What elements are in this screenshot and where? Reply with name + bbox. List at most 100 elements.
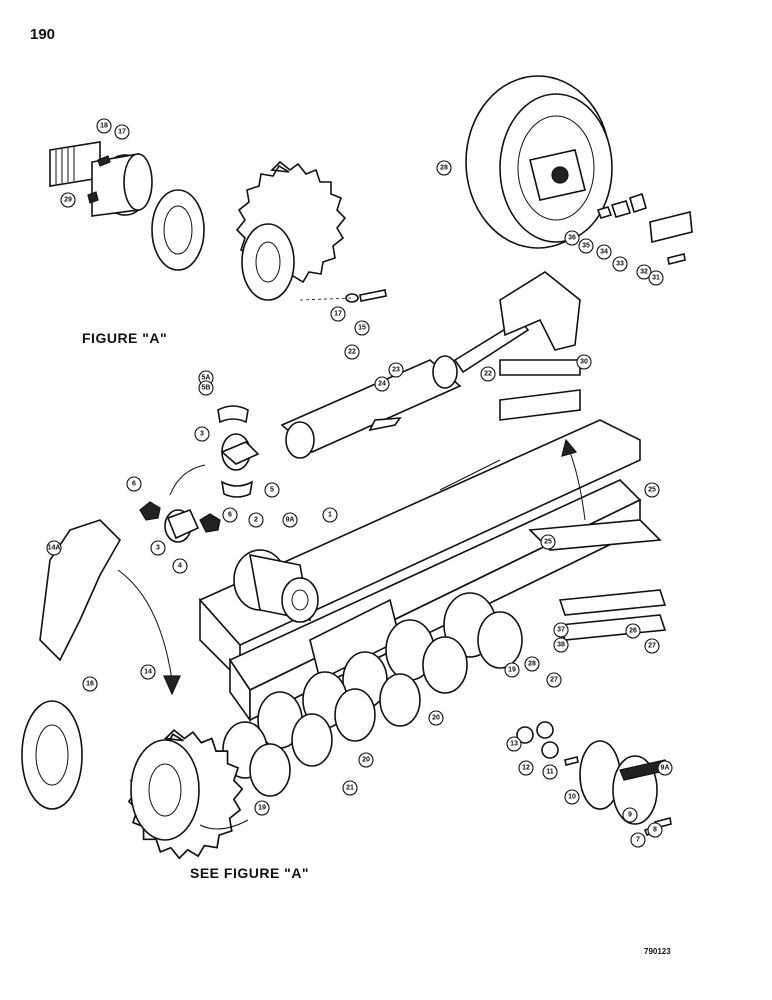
callout-38: 38	[553, 637, 569, 653]
callout-22: 22	[344, 344, 360, 360]
callout-4: 4	[172, 558, 188, 574]
track-chain-segment	[39, 519, 121, 662]
callout-label: 24	[378, 381, 386, 388]
callout-31: 31	[648, 270, 664, 286]
bolt-15	[299, 289, 387, 303]
callout-label: 37	[557, 627, 565, 634]
callout-label: 9	[628, 812, 632, 819]
callout-label: 15	[358, 325, 366, 332]
callout-label: 7	[636, 837, 640, 844]
sprocket-figure-a	[235, 160, 347, 301]
callout-label: 21	[346, 785, 354, 792]
callout-20: 20	[428, 710, 444, 726]
callout-label: 10	[568, 794, 576, 801]
callout-16: 16	[82, 676, 98, 692]
drive-sprocket	[128, 729, 244, 860]
callout-label: 4	[178, 563, 182, 570]
drawing-code: 790123	[644, 947, 671, 956]
recoil-cylinder	[280, 271, 581, 459]
callout-label: 14	[144, 669, 152, 676]
callout-label: 22	[348, 349, 356, 356]
callout-label: 22	[484, 371, 492, 378]
track-rollers	[222, 592, 523, 797]
callout-8: 8	[647, 822, 663, 838]
bushings-and-caps	[139, 405, 260, 543]
callout-18: 18	[96, 118, 112, 134]
callout-17: 17	[330, 306, 346, 322]
figure-a-label: FIGURE "A"	[82, 330, 168, 346]
callout-label: 28	[440, 165, 448, 172]
callout-label: 33	[616, 261, 624, 268]
gasket-16	[21, 700, 83, 810]
callout-label: 31	[652, 275, 660, 282]
callout-19: 19	[504, 662, 520, 678]
callout-label: 23	[392, 367, 400, 374]
callout-label: 13	[510, 741, 518, 748]
callout-label: 30	[580, 359, 588, 366]
callout-label: 3	[156, 545, 160, 552]
callout-label: 27	[648, 643, 656, 650]
callout-22: 22	[480, 366, 496, 382]
callout-37: 37	[553, 622, 569, 638]
gasket-figure-a	[151, 189, 205, 271]
callout-32: 32	[636, 264, 652, 280]
callout-17: 17	[114, 124, 130, 140]
callout-6: 6	[222, 507, 238, 523]
callout-label: 14A	[48, 545, 61, 552]
callout-19: 19	[254, 800, 270, 816]
callout-10: 10	[564, 789, 580, 805]
callout-label: 1	[328, 512, 332, 519]
callout-label: 5B	[202, 385, 211, 392]
page-number: 190	[30, 26, 56, 43]
callout-label: 11	[546, 769, 554, 776]
callout-label: 17	[118, 129, 126, 136]
callout-12: 12	[518, 760, 534, 776]
callout-7: 7	[630, 832, 646, 848]
callout-33: 33	[612, 256, 628, 272]
callout-label: 6	[132, 481, 136, 488]
callout-label: 36	[568, 235, 576, 242]
callout-25: 25	[540, 534, 556, 550]
callout-21: 21	[342, 780, 358, 796]
callout-label: 20	[362, 757, 370, 764]
callout-label: 5A	[202, 375, 211, 382]
drive-shaft-assembly	[49, 141, 153, 217]
callout-label: 26	[629, 628, 637, 635]
callout-11: 11	[542, 764, 558, 780]
callout-2: 2	[248, 512, 264, 528]
callouts: 18172928171536353433323122232422305A5B35…	[46, 118, 673, 848]
see-figure-a-label: SEE FIGURE "A"	[190, 865, 310, 881]
callout-label: 19	[508, 667, 516, 674]
callout-label: 5	[270, 487, 274, 494]
callout-label: 9A	[661, 765, 670, 772]
callout-9: 9	[622, 807, 638, 823]
callout-34: 34	[596, 244, 612, 260]
callout-26: 26	[625, 623, 641, 639]
callout-23: 23	[388, 362, 404, 378]
callout-24: 24	[374, 376, 390, 392]
callout-9a: 9A	[282, 512, 298, 528]
callout-label: 35	[582, 243, 590, 250]
callout-label: 12	[522, 765, 530, 772]
callout-label: 17	[334, 311, 342, 318]
callout-20: 20	[358, 752, 374, 768]
callout-36: 36	[564, 230, 580, 246]
callout-label: 25	[648, 487, 656, 494]
front-hub	[233, 549, 319, 623]
callout-15: 15	[354, 320, 370, 336]
callout-label: 8	[653, 827, 657, 834]
callout-6: 6	[126, 476, 142, 492]
callout-35: 35	[578, 238, 594, 254]
callout-label: 38	[557, 642, 565, 649]
callout-27: 27	[644, 638, 660, 654]
idler-wheel	[465, 75, 693, 265]
callout-9a: 9A	[657, 760, 673, 776]
callout-label: 2	[254, 517, 258, 524]
callout-29: 29	[60, 192, 76, 208]
callout-27: 27	[546, 672, 562, 688]
callout-13: 13	[506, 736, 522, 752]
callout-label: 16	[86, 681, 94, 688]
callout-label: 29	[64, 197, 72, 204]
callout-28: 28	[436, 160, 452, 176]
